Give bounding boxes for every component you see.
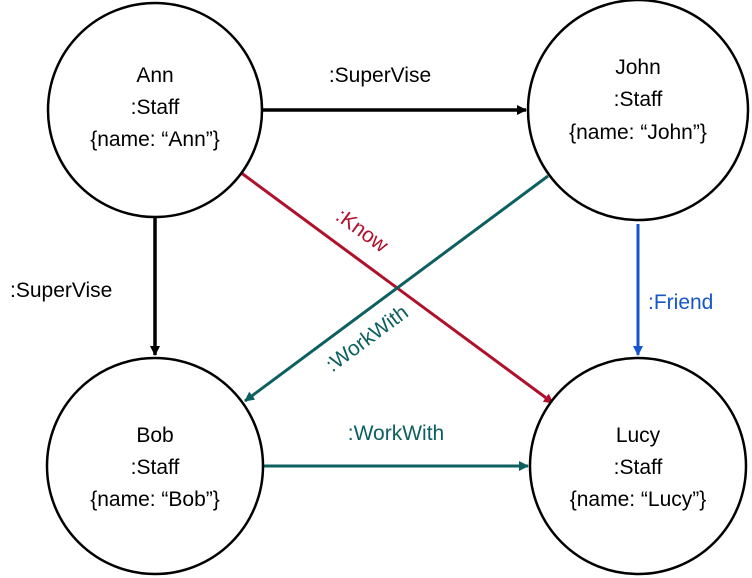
node-bob-label: :Staff — [131, 456, 180, 479]
node-bob-name: Bob — [136, 424, 173, 447]
edge-label-ann-john: :SuperVise — [329, 64, 431, 87]
node-bob-circle — [45, 356, 265, 576]
node-ann-name: Ann — [136, 64, 173, 87]
node-lucy-label: :Staff — [614, 456, 663, 479]
node-ann-props: {name: “Ann”} — [90, 128, 220, 151]
node-bob-props: {name: “Bob”} — [90, 488, 220, 511]
edge-label-john-lucy: :Friend — [648, 291, 713, 314]
node-bob: Bob :Staff {name: “Bob”} — [45, 356, 265, 576]
node-ann-label: :Staff — [131, 96, 180, 119]
node-lucy-name: Lucy — [616, 424, 661, 447]
node-john-props: {name: “John”} — [569, 121, 707, 144]
node-john-label: :Staff — [614, 88, 663, 111]
node-lucy: Lucy :Staff {name: “Lucy”} — [528, 356, 748, 576]
edge-label-ann-bob: :SuperVise — [10, 279, 112, 302]
edge-john-bob — [244, 174, 549, 403]
edge-label-bob-lucy: :WorkWith — [348, 422, 444, 445]
node-john: John :Staff {name: “John”} — [526, 0, 750, 222]
node-ann-circle — [46, 1, 264, 219]
node-ann: Ann :Staff {name: “Ann”} — [46, 1, 264, 219]
edge-label-john-bob: :WorkWith — [322, 301, 413, 377]
node-lucy-props: {name: “Lucy”} — [570, 488, 707, 511]
edge-label-ann-lucy: :Know — [331, 204, 392, 257]
node-john-name: John — [615, 56, 661, 79]
node-john-circle — [526, 0, 750, 222]
node-lucy-circle — [528, 356, 748, 576]
